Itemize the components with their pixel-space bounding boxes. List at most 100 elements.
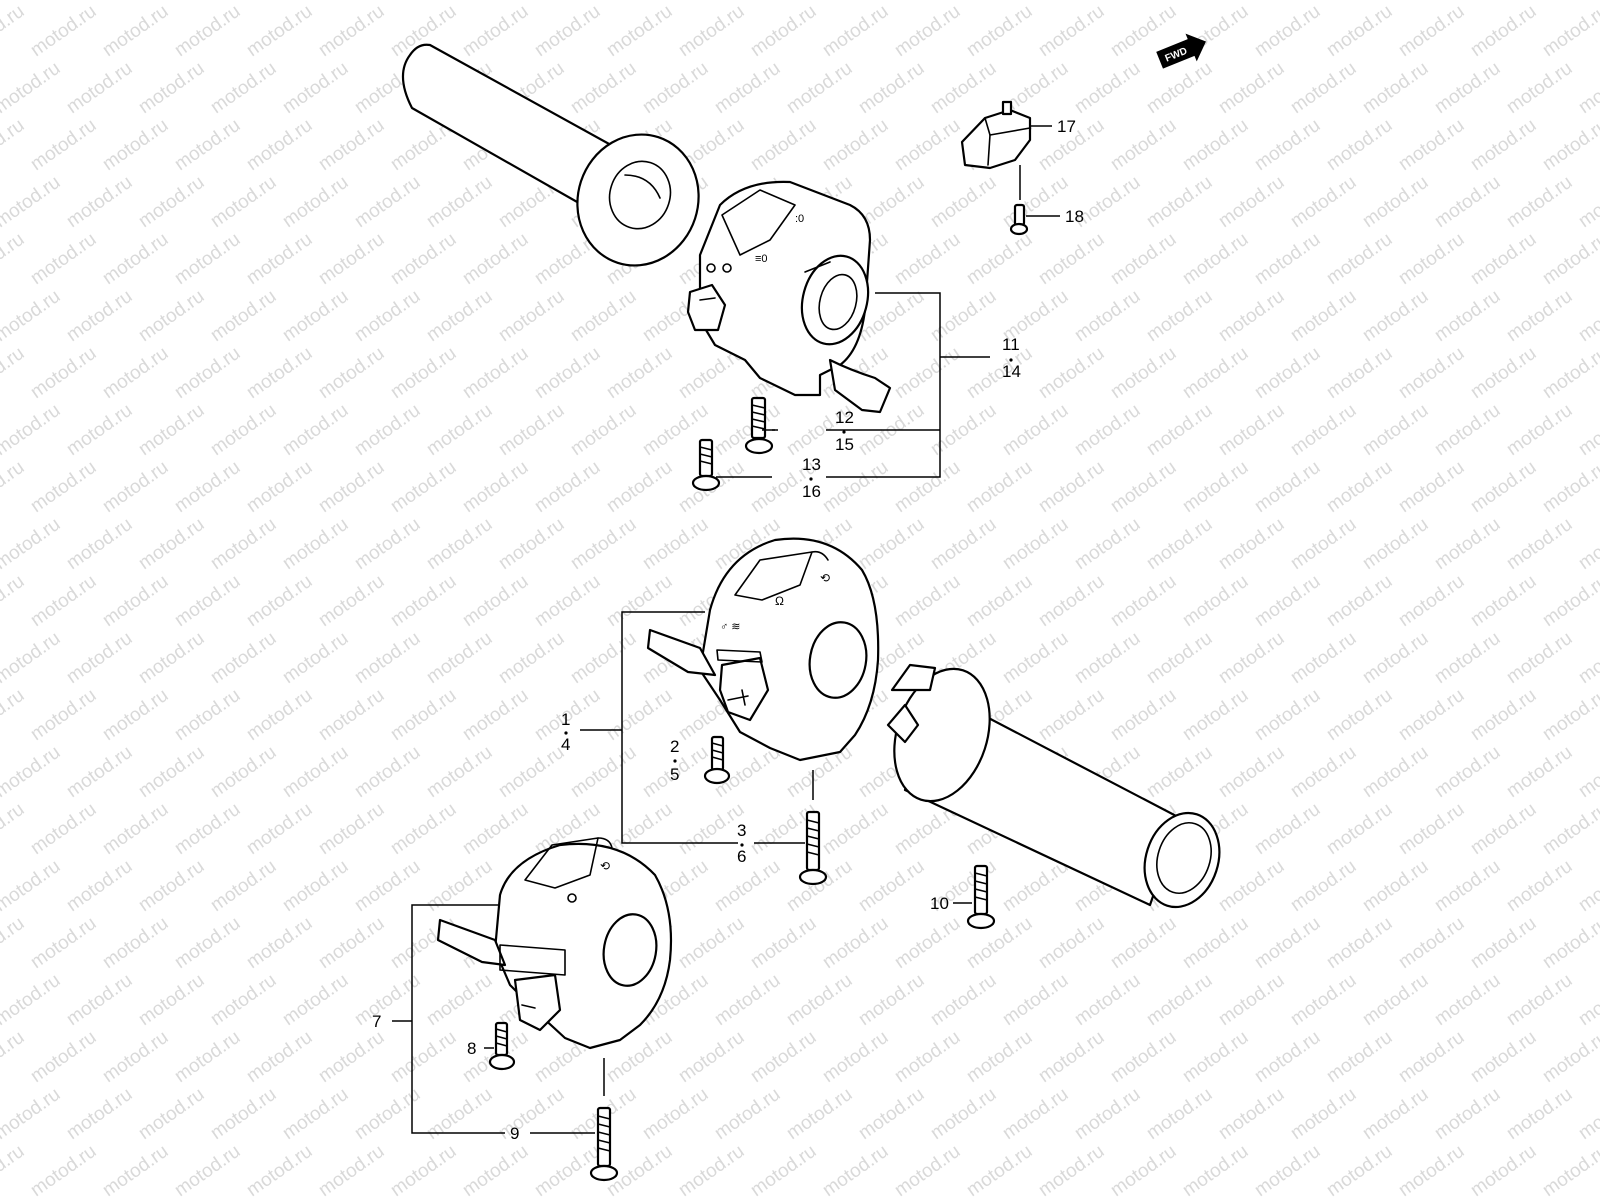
watermark-text: motod.ru bbox=[0, 742, 64, 802]
callout-17: 17 bbox=[1057, 117, 1076, 136]
watermark-text: motod.ru bbox=[279, 970, 352, 1030]
watermark-text: motod.ru bbox=[1467, 343, 1540, 403]
watermark-text: motod.ru bbox=[351, 1084, 424, 1144]
watermark-text: motod.ru bbox=[1431, 0, 1504, 4]
watermark-text: motod.ru bbox=[135, 286, 208, 346]
watermark-text: motod.ru bbox=[0, 685, 28, 745]
watermark-text: motod.ru bbox=[495, 1084, 568, 1144]
watermark-text: motod.ru bbox=[1143, 0, 1216, 4]
watermark-text: motod.ru bbox=[0, 343, 28, 403]
watermark-text: motod.ru bbox=[351, 856, 424, 916]
watermark-text: motod.ru bbox=[387, 229, 460, 289]
watermark-text: motod.ru bbox=[243, 571, 316, 631]
watermark-text: motod.ru bbox=[0, 58, 64, 118]
watermark-text: motod.ru bbox=[1287, 514, 1360, 574]
watermark-text: motod.ru bbox=[819, 799, 892, 859]
watermark-text: motod.ru bbox=[1539, 1, 1600, 61]
watermark-text: motod.ru bbox=[63, 628, 136, 688]
watermark-text: motod.ru bbox=[0, 172, 64, 232]
watermark-text: motod.ru bbox=[495, 514, 568, 574]
watermark-text: motod.ru bbox=[171, 1141, 244, 1200]
watermark-text: motod.ru bbox=[1323, 457, 1396, 517]
watermark-text: motod.ru bbox=[0, 115, 28, 175]
fwd-direction-badge: FWD bbox=[1156, 33, 1206, 69]
watermark-text: motod.ru bbox=[423, 970, 496, 1030]
watermark-text: motod.ru bbox=[1323, 1, 1396, 61]
watermark-text: motod.ru bbox=[243, 685, 316, 745]
watermark-text: motod.ru bbox=[99, 685, 172, 745]
watermark-text: motod.ru bbox=[1143, 286, 1216, 346]
watermark-text: motod.ru bbox=[171, 799, 244, 859]
watermark-text: motod.ru bbox=[1143, 58, 1216, 118]
watermark-text: motod.ru bbox=[423, 0, 496, 4]
watermark-text: motod.ru bbox=[315, 1027, 388, 1087]
watermark-text: motod.ru bbox=[891, 343, 964, 403]
watermark-text: motod.ru bbox=[675, 913, 748, 973]
watermark-text: motod.ru bbox=[27, 799, 100, 859]
watermark-text: motod.ru bbox=[243, 1, 316, 61]
watermark-text: motod.ru bbox=[243, 1027, 316, 1087]
watermark-text: motod.ru bbox=[999, 0, 1072, 4]
watermark-text: motod.ru bbox=[1143, 514, 1216, 574]
watermark-text: motod.ru bbox=[135, 172, 208, 232]
watermark-text: motod.ru bbox=[855, 1084, 928, 1144]
watermark-text: motod.ru bbox=[0, 1027, 28, 1087]
watermark-text: motod.ru bbox=[1035, 913, 1108, 973]
callout-dot bbox=[564, 731, 568, 735]
watermark-text: motod.ru bbox=[783, 0, 856, 4]
watermark-text: motod.ru bbox=[0, 1084, 64, 1144]
watermark-text: motod.ru bbox=[207, 58, 280, 118]
watermark-text: motod.ru bbox=[1467, 457, 1540, 517]
watermark-text: motod.ru bbox=[891, 913, 964, 973]
watermark-text: motod.ru bbox=[279, 856, 352, 916]
watermark-text: motod.ru bbox=[27, 913, 100, 973]
screw-3-6 bbox=[798, 810, 828, 886]
watermark-text: motod.ru bbox=[1287, 0, 1360, 4]
watermark-text: motod.ru bbox=[459, 229, 532, 289]
watermark-text: motod.ru bbox=[1575, 400, 1600, 460]
watermark-text: motod.ru bbox=[135, 0, 208, 4]
watermark-text: motod.ru bbox=[27, 1027, 100, 1087]
watermark-text: motod.ru bbox=[135, 400, 208, 460]
svg-text::0: :0 bbox=[795, 213, 804, 225]
watermark-text: motod.ru bbox=[1323, 1141, 1396, 1200]
watermark-text: motod.ru bbox=[171, 913, 244, 973]
watermark-text: motod.ru bbox=[351, 514, 424, 574]
watermark-text: motod.ru bbox=[963, 343, 1036, 403]
watermark-text: motod.ru bbox=[1287, 628, 1360, 688]
watermark-text: motod.ru bbox=[531, 343, 604, 403]
watermark-text: motod.ru bbox=[99, 457, 172, 517]
watermark-text: motod.ru bbox=[171, 343, 244, 403]
watermark-text: motod.ru bbox=[63, 742, 136, 802]
watermark-text: motod.ru bbox=[963, 1, 1036, 61]
watermark-text: motod.ru bbox=[927, 1084, 1000, 1144]
watermark-text: motod.ru bbox=[63, 970, 136, 1030]
watermark-text: motod.ru bbox=[1179, 115, 1252, 175]
watermark-text: motod.ru bbox=[495, 286, 568, 346]
watermark-text: motod.ru bbox=[99, 571, 172, 631]
watermark-text: motod.ru bbox=[27, 343, 100, 403]
watermark-text: motod.ru bbox=[1071, 514, 1144, 574]
part-17-switch bbox=[960, 100, 1032, 170]
watermark-text: motod.ru bbox=[1431, 628, 1504, 688]
watermark-text: motod.ru bbox=[1071, 0, 1144, 4]
watermark-text: motod.ru bbox=[1215, 628, 1288, 688]
watermark-text: motod.ru bbox=[1359, 400, 1432, 460]
watermark-text: motod.ru bbox=[1143, 970, 1216, 1030]
watermark-text: motod.ru bbox=[639, 514, 712, 574]
watermark-text: motod.ru bbox=[1575, 286, 1600, 346]
watermark-text: motod.ru bbox=[27, 1, 100, 61]
watermark-text: motod.ru bbox=[1179, 457, 1252, 517]
callout-3: 3 bbox=[737, 821, 746, 840]
watermark-text: motod.ru bbox=[1179, 343, 1252, 403]
screw-10 bbox=[966, 864, 996, 930]
watermark-text: motod.ru bbox=[999, 628, 1072, 688]
watermark-text: motod.ru bbox=[279, 0, 352, 4]
watermark-text: motod.ru bbox=[1575, 628, 1600, 688]
watermark-text: motod.ru bbox=[0, 400, 64, 460]
watermark-text: motod.ru bbox=[0, 1, 28, 61]
watermark-text: motod.ru bbox=[1359, 970, 1432, 1030]
watermark-text: motod.ru bbox=[0, 856, 64, 916]
watermark-text: motod.ru bbox=[171, 571, 244, 631]
watermark-text: motod.ru bbox=[1503, 172, 1576, 232]
